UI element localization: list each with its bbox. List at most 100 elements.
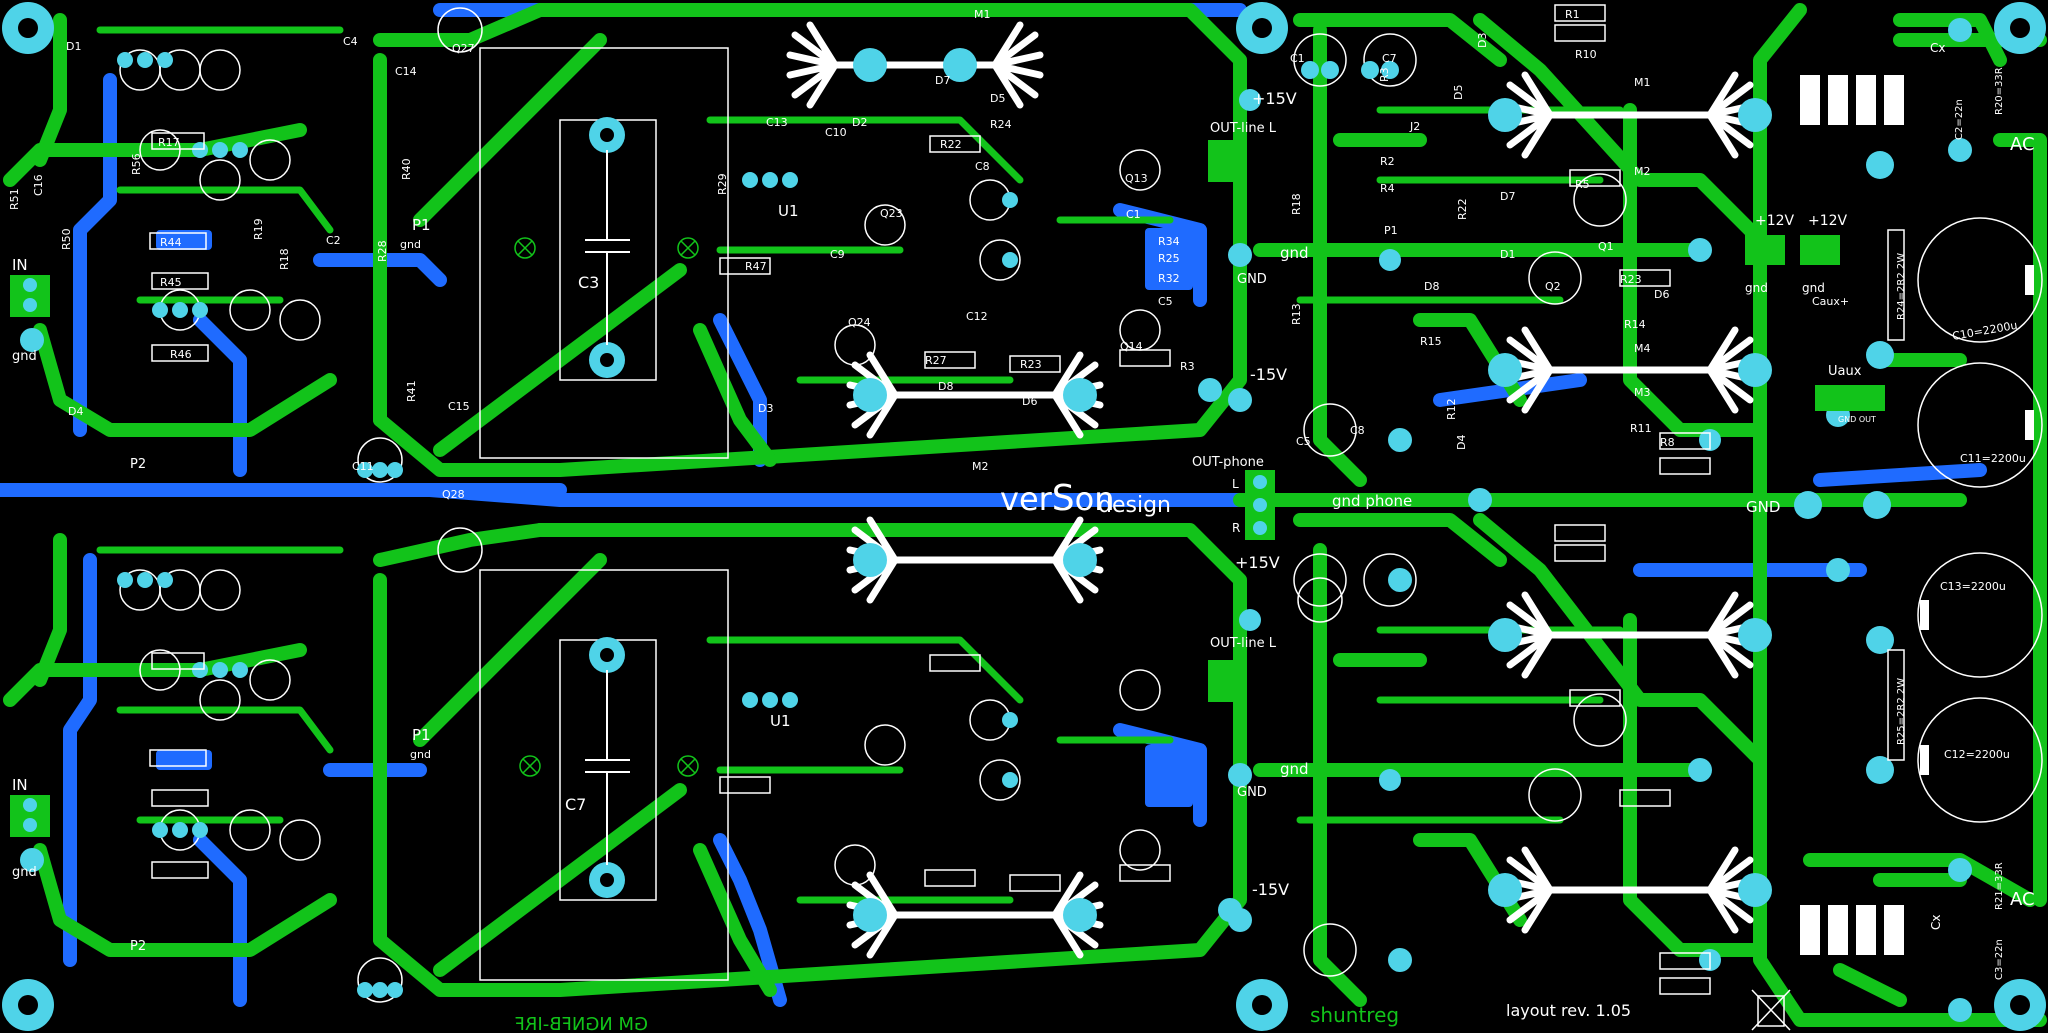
d16-label: D16 — [1806, 920, 1819, 942]
component-ref-r23: R23 — [1020, 358, 1042, 371]
component-ref-d6: D6 — [1022, 395, 1037, 408]
svg-text:design: design — [1098, 493, 1171, 518]
component-ref-c1: C1 — [1126, 208, 1141, 221]
component-ref-r27: R27 — [925, 354, 947, 367]
gnd-small-label: gnd — [1280, 244, 1309, 262]
component-ref-r13: R13 — [1290, 303, 1303, 325]
component-ref-q13: Q13 — [1125, 172, 1148, 185]
c2-label: C2=22n — [1954, 99, 1965, 140]
r21-label: R21=33R — [1994, 862, 2005, 910]
top-copper-thin — [96, 26, 1624, 904]
r24-label: R24=2R2 2W — [1896, 253, 1907, 320]
component-ref-r51: R51 — [8, 188, 21, 210]
shuntreg-label: shuntreg — [1310, 1003, 1399, 1027]
uaux-pins: GND OUT — [1838, 415, 1876, 424]
in-label: IN — [12, 256, 28, 274]
component-ref-d4: D4 — [1455, 435, 1468, 450]
component-ref-r32: R32 — [1158, 272, 1180, 285]
p1-gnd-label-2: gnd — [410, 748, 431, 761]
u1-label: U1 — [778, 202, 799, 220]
out-phone-label: OUT-phone — [1192, 455, 1264, 470]
component-ref-d8: D8 — [1424, 280, 1439, 293]
d15-label: D15 — [1890, 920, 1903, 942]
in-label-2: IN — [12, 776, 28, 794]
component-ref-r45: R45 — [160, 276, 182, 289]
component-ref-q24: Q24 — [848, 316, 871, 329]
component-ref-c16: C16 — [32, 174, 45, 196]
component-ref-m2: M2 — [972, 460, 989, 473]
connectors — [10, 140, 1885, 837]
component-ref-j2: J2 — [1409, 120, 1420, 133]
component-ref-q28: Q28 — [442, 488, 465, 501]
d10-label: D10 — [1806, 90, 1819, 112]
component-ref-q14: Q14 — [1120, 340, 1143, 353]
component-ref-r8: R8 — [1660, 436, 1675, 449]
component-ref-r46: R46 — [170, 348, 192, 361]
component-ref-d7: D7 — [935, 74, 950, 87]
out-line-label: OUT-line L — [1210, 121, 1277, 136]
c11-label: C11=2200u — [1960, 452, 2026, 465]
component-ref-c7: C7 — [1382, 52, 1397, 65]
v-pos-label-2: +15V — [1235, 553, 1280, 572]
r25-label: R25=2R2 2W — [1896, 678, 1907, 745]
resistor-outlines — [149, 4, 1905, 995]
component-ref-m1: M1 — [1634, 76, 1651, 89]
p2-label: P2 — [130, 457, 146, 472]
component-ref-r11: R11 — [1630, 422, 1652, 435]
svg-text:verSon: verSon — [1000, 478, 1115, 519]
component-ref-r23: R23 — [1620, 273, 1642, 286]
component-ref-r18: R18 — [278, 248, 291, 270]
big-cap-pads — [589, 117, 625, 898]
component-ref-r15: R15 — [1420, 335, 1442, 348]
ac-label-2: AC — [2010, 889, 2035, 910]
cx-label: Cx — [1930, 41, 1945, 55]
component-ref-d5: D5 — [990, 92, 1005, 105]
component-ref-d1: D1 — [66, 40, 81, 53]
v-neg-label: -15V — [1250, 365, 1287, 384]
c3-label: C3 — [578, 273, 599, 292]
component-ref-r5: R5 — [1575, 178, 1590, 191]
cx-label-2: Cx — [1929, 915, 1943, 930]
gnd-a-label: gnd — [1745, 281, 1768, 295]
v12a-label: +12V — [1755, 213, 1795, 229]
component-ref-c13: C13 — [766, 116, 788, 129]
component-ref-c12: C12 — [966, 310, 988, 323]
p2-label-2: P2 — [130, 939, 146, 954]
component-ref-d3: D3 — [1476, 33, 1489, 48]
layout-rev-label: layout rev. 1.05 — [1506, 1001, 1631, 1020]
component-ref-q2: Q2 — [1545, 280, 1561, 293]
u1-label-2: U1 — [770, 712, 791, 730]
component-ref-r34: R34 — [1158, 235, 1180, 248]
component-ref-d3: D3 — [758, 402, 773, 415]
d11-label: D11 — [1834, 90, 1847, 112]
gnd-b-label: gnd — [1802, 281, 1825, 295]
component-ref-d1: D1 — [1500, 248, 1515, 261]
cap-symbol — [585, 150, 630, 865]
phone-r-label: R — [1232, 521, 1240, 535]
psu-electrolytics — [1920, 265, 2034, 775]
component-ref-m3: M3 — [1634, 386, 1651, 399]
component-ref-r28: R28 — [376, 240, 389, 262]
component-ref-m2: M2 — [1634, 165, 1651, 178]
component-ref-c14: C14 — [395, 65, 417, 78]
gnd-cap-label-2: GND — [1237, 785, 1267, 800]
component-ref-r47: R47 — [745, 260, 767, 273]
versondesign-logo: verSon design — [1000, 478, 1171, 519]
component-ref-r22: R22 — [1456, 198, 1469, 220]
weee-bin-icon — [1751, 989, 1791, 1031]
p1-gnd-label: gnd — [400, 238, 421, 251]
gnd-label-2: gnd — [12, 865, 37, 880]
component-ref-q1: Q1 — [1598, 240, 1614, 253]
component-ref-c5: C5 — [1296, 435, 1311, 448]
ac-label: AC — [2010, 134, 2035, 155]
component-ref-d8: D8 — [938, 380, 953, 393]
d13-label: D13 — [1890, 90, 1903, 112]
component-ref-c5: C5 — [1158, 295, 1173, 308]
component-ref-r40: R40 — [400, 158, 413, 180]
component-ref-r17: R17 — [158, 136, 180, 149]
component-ref-c2: C2 — [326, 234, 341, 247]
component-ref-r22: R22 — [940, 138, 962, 151]
